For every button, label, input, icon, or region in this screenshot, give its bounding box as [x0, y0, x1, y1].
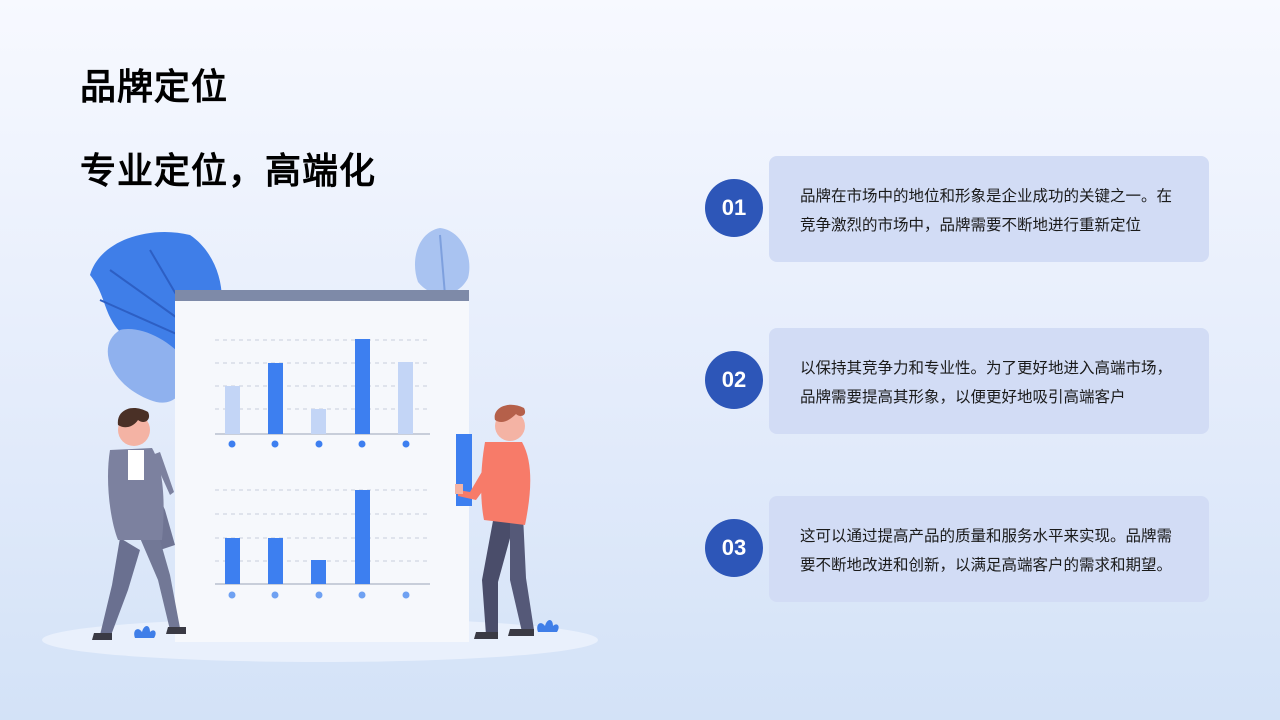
chart-board-icon [175, 290, 469, 642]
leaf-icon [414, 228, 470, 296]
top-chart-bars [225, 339, 413, 434]
step-number-badge: 02 [705, 351, 763, 409]
page-subtitle: 专业定位，高端化 [80, 151, 377, 192]
person-icon [455, 404, 534, 639]
list-item: 01 品牌在市场中的地位和形象是企业成功的关键之一。在竞争激烈的市场中，品牌需要… [705, 156, 1210, 262]
step-card: 这可以通过提高产品的质量和服务水平来实现。品牌需要不断地改进和创新，以满足高端客… [769, 496, 1209, 602]
list-item: 02 以保持其竞争力和专业性。为了更好地进入高端市场，品牌需要提高其形象，以便更… [705, 328, 1210, 434]
page-title: 品牌定位 [80, 67, 229, 108]
step-card: 品牌在市场中的地位和形象是企业成功的关键之一。在竞争激烈的市场中，品牌需要不断地… [769, 156, 1209, 262]
list-item: 03 这可以通过提高产品的质量和服务水平来实现。品牌需要不断地改进和创新，以满足… [705, 496, 1210, 602]
business-illustration [42, 228, 598, 662]
plant-icon [134, 620, 559, 638]
step-card: 以保持其竞争力和专业性。为了更好地进入高端市场，品牌需要提高其形象，以便更好地吸… [769, 328, 1209, 434]
step-number-badge: 01 [705, 179, 763, 237]
person-icon [92, 408, 186, 640]
step-number-badge: 03 [705, 519, 763, 577]
bottom-chart-bars [225, 490, 370, 584]
